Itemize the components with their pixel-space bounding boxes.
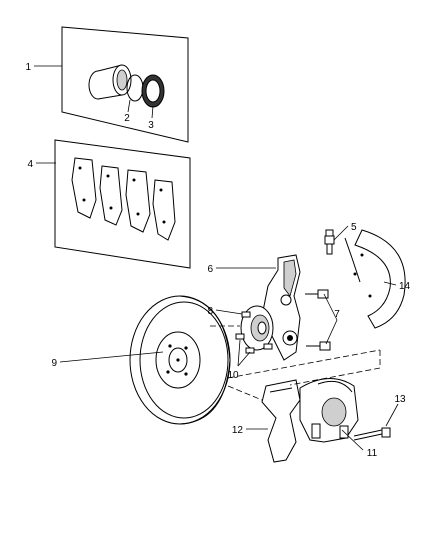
callout-4: 4 [27,159,33,170]
splash-shield [344,229,406,329]
callout-labels: 1 2 3 4 5 6 7 8 9 10 11 12 13 14 [25,62,410,459]
caliper-piston [88,64,132,100]
assembly-guide-lines [210,325,381,401]
bleeder-screw [324,229,335,255]
brake-pad-3 [125,169,151,233]
callout-6: 6 [207,264,213,275]
leader-lines [34,65,399,451]
callout-9: 9 [51,358,57,369]
caliper-guide-bolt [353,427,391,441]
brake-pad-1 [71,157,97,219]
knuckle-bolt-lower [306,341,331,351]
caliper-bracket [261,379,301,463]
brake-caliper [299,378,359,443]
knuckle-bolt-upper [305,289,329,299]
brake-pads-panel [54,139,191,269]
callout-11: 11 [367,448,378,459]
callout-5: 5 [351,222,357,233]
callout-14: 14 [399,281,411,292]
callout-8: 8 [207,306,213,317]
hub-bearing [235,305,274,354]
callout-12: 12 [232,425,244,436]
callout-3: 3 [148,120,154,131]
dust-boot [141,74,165,108]
callout-10: 10 [227,370,239,381]
brake-rotor [129,295,231,425]
brake-pad-2 [99,165,123,226]
callout-7: 7 [334,309,340,320]
callout-2: 2 [124,113,130,124]
callout-13: 13 [394,394,406,405]
piston-kit-panel [61,26,189,143]
callout-1: 1 [25,62,31,73]
brake-pad-4 [152,179,176,241]
